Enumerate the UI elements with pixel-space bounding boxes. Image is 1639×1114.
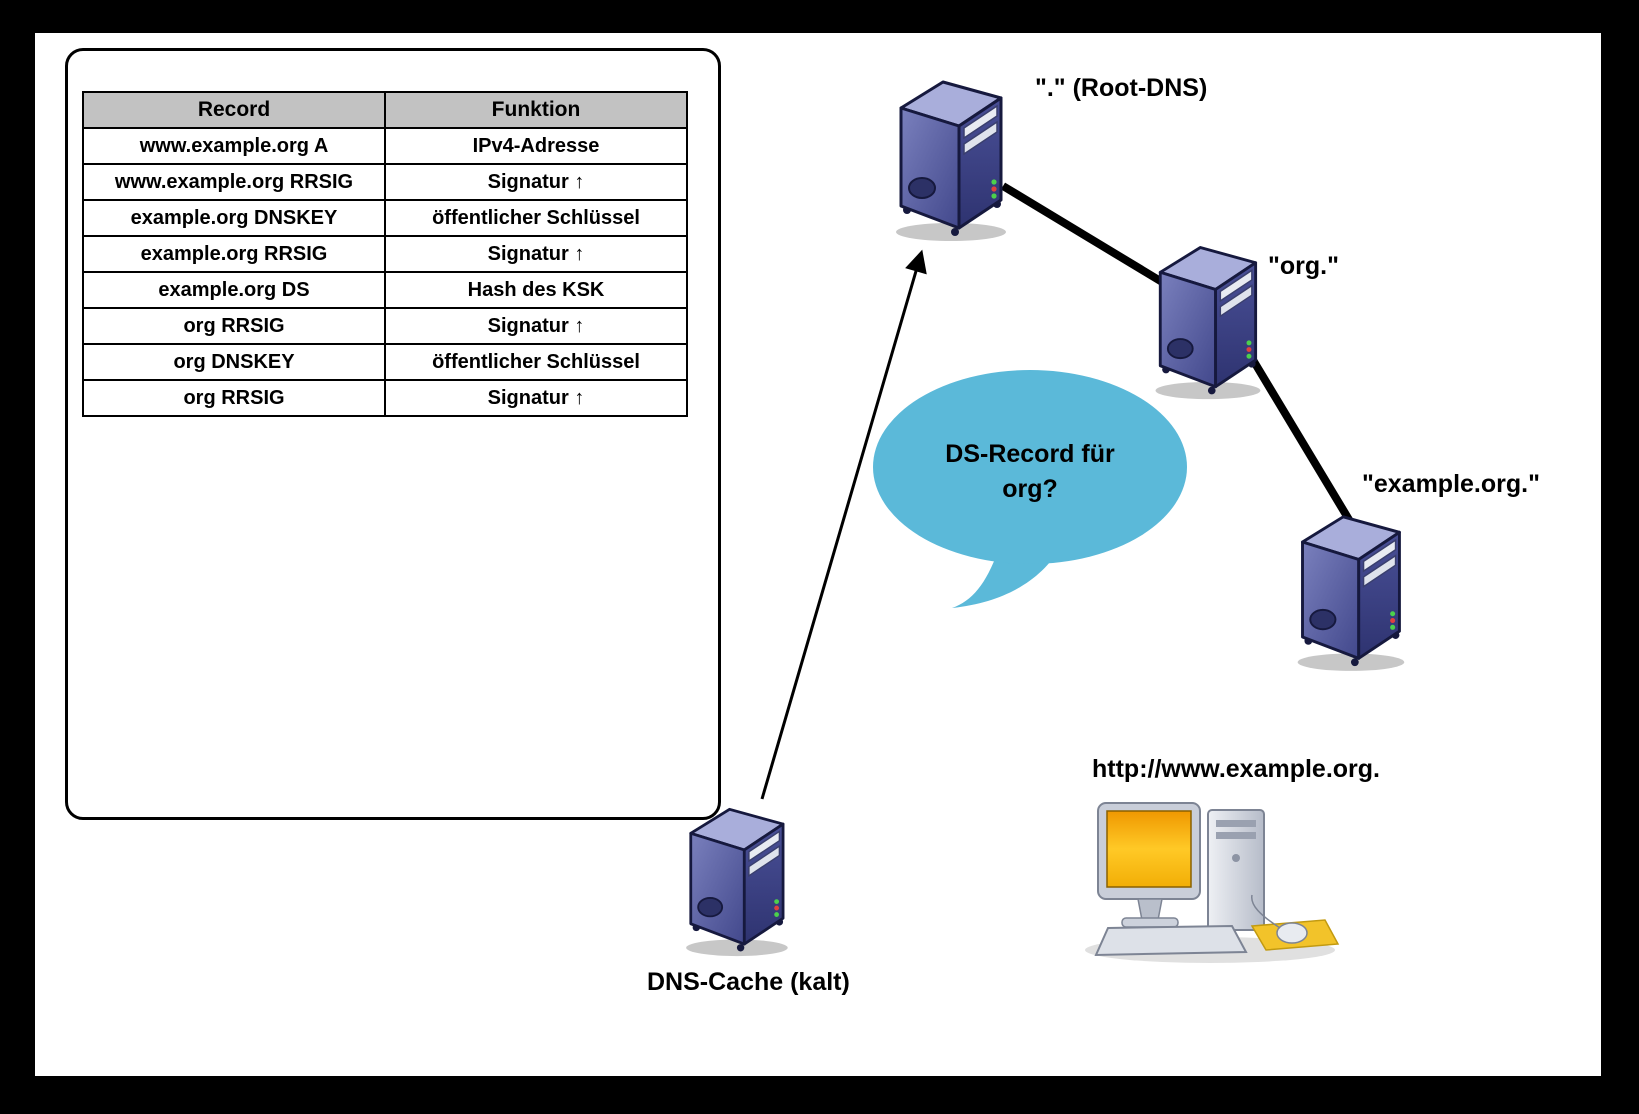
table-header-row: Record Funktion bbox=[82, 91, 688, 129]
speech-bubble-text-line1: DS-Record für bbox=[945, 440, 1115, 468]
funktion-cell: öffentlicher Schlüssel bbox=[384, 343, 688, 381]
table-row: example.org DS Hash des KSK bbox=[82, 271, 688, 309]
table-row: org RRSIG Signatur ↑ bbox=[82, 307, 688, 345]
funktion-cell: Signatur ↑ bbox=[384, 307, 688, 345]
table-row: org DNSKEY öffentlicher Schlüssel bbox=[82, 343, 688, 381]
org-server-icon bbox=[1154, 246, 1262, 401]
dns-cache-server-icon bbox=[684, 807, 790, 958]
root-dns-label: "." (Root-DNS) bbox=[1035, 74, 1208, 102]
funktion-cell: IPv4-Adresse bbox=[384, 127, 688, 165]
record-cell: www.example.org RRSIG bbox=[82, 163, 386, 201]
speech-bubble-text-line2: org? bbox=[1002, 475, 1058, 503]
dns-cache-label: DNS-Cache (kalt) bbox=[647, 968, 850, 996]
funktion-cell: Signatur ↑ bbox=[384, 163, 688, 201]
delegation-connectors bbox=[1000, 182, 1358, 531]
client-url-label: http://www.example.org. bbox=[1092, 755, 1380, 783]
table-header-funktion: Funktion bbox=[384, 91, 688, 129]
speech-bubble: DS-Record für org? bbox=[873, 370, 1187, 608]
record-cell: www.example.org A bbox=[82, 127, 386, 165]
client-computer-icon bbox=[1085, 802, 1340, 963]
table-row: www.example.org RRSIG Signatur ↑ bbox=[82, 163, 688, 201]
record-table-panel: Record Funktion www.example.org A IPv4-A… bbox=[65, 48, 721, 820]
record-cell: org DNSKEY bbox=[82, 343, 386, 381]
table-row: example.org DNSKEY öffentlicher Schlüsse… bbox=[82, 199, 688, 237]
funktion-cell: Signatur ↑ bbox=[384, 379, 688, 417]
record-cell: example.org DS bbox=[82, 271, 386, 309]
record-cell: org RRSIG bbox=[82, 307, 386, 345]
query-arrow bbox=[760, 249, 927, 800]
table-header-record: Record bbox=[82, 91, 386, 129]
funktion-cell: Hash des KSK bbox=[384, 271, 688, 309]
org-label: "org." bbox=[1268, 252, 1339, 280]
root-dns-server-icon bbox=[894, 80, 1008, 243]
record-cell: example.org DNSKEY bbox=[82, 199, 386, 237]
funktion-cell: Signatur ↑ bbox=[384, 235, 688, 273]
example-org-server-icon bbox=[1296, 515, 1406, 673]
table-row: org RRSIG Signatur ↑ bbox=[82, 379, 688, 417]
record-table: Record Funktion www.example.org A IPv4-A… bbox=[82, 91, 688, 417]
example-org-label: "example.org." bbox=[1362, 470, 1540, 498]
table-row: example.org RRSIG Signatur ↑ bbox=[82, 235, 688, 273]
funktion-cell: öffentlicher Schlüssel bbox=[384, 199, 688, 237]
table-row: www.example.org A IPv4-Adresse bbox=[82, 127, 688, 165]
record-cell: org RRSIG bbox=[82, 379, 386, 417]
record-cell: example.org RRSIG bbox=[82, 235, 386, 273]
